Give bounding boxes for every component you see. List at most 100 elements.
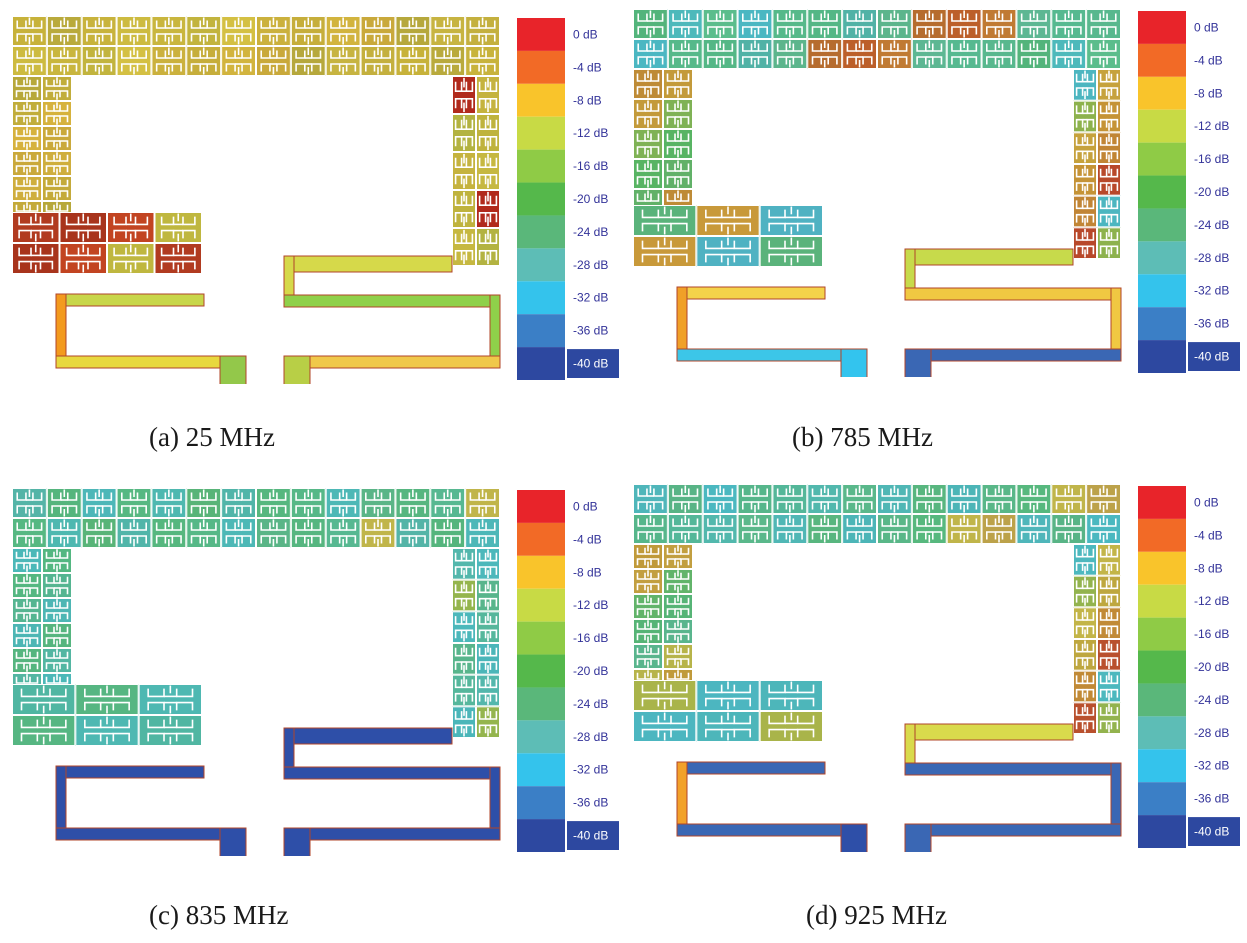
feed-stub-right bbox=[904, 823, 932, 852]
fractal-cell bbox=[221, 16, 256, 46]
fractal-cell bbox=[325, 46, 361, 76]
fractal-cell bbox=[430, 16, 466, 46]
fractal-cell bbox=[151, 488, 187, 518]
colorbar-swatch bbox=[517, 116, 565, 150]
colorbar-swatch bbox=[517, 18, 565, 51]
fractal-cell bbox=[42, 176, 72, 201]
fractal-cell bbox=[465, 488, 500, 518]
colorbar-label: -24 dB bbox=[1194, 693, 1229, 707]
fractal-cell bbox=[12, 548, 42, 573]
fractal-cell bbox=[1097, 195, 1121, 228]
fractal-cell bbox=[946, 514, 982, 544]
fractal-cell bbox=[946, 9, 982, 39]
fractal-cell bbox=[256, 518, 291, 548]
antenna-structure bbox=[633, 484, 1122, 852]
colorbar-label: -28 dB bbox=[573, 730, 608, 744]
fractal-cell bbox=[186, 46, 222, 76]
colorbar-label: -4 dB bbox=[573, 60, 602, 74]
feed-lower-left bbox=[55, 827, 247, 841]
fractal-cell bbox=[12, 684, 76, 715]
fractal-cell bbox=[1016, 9, 1052, 39]
colorbar-swatch bbox=[1138, 208, 1186, 242]
colorbar: 0 dB-4 dB-8 dB-12 dB-16 dB-20 dB-24 dB-2… bbox=[1138, 11, 1240, 373]
fractal-cell bbox=[452, 611, 476, 644]
colorbar-label: -32 dB bbox=[1194, 759, 1229, 773]
fractal-cell bbox=[1073, 227, 1097, 259]
fractal-cell bbox=[452, 152, 476, 190]
fractal-cell bbox=[452, 190, 476, 228]
fractal-cell bbox=[807, 514, 843, 544]
fractal-cell bbox=[663, 569, 693, 594]
fractal-cell bbox=[633, 569, 663, 594]
fractal-cell bbox=[737, 9, 773, 39]
fractal-cell bbox=[842, 514, 877, 544]
fractal-cell bbox=[476, 114, 500, 152]
fractal-cell bbox=[138, 715, 203, 746]
fractal-cell bbox=[476, 228, 500, 266]
fractal-cell bbox=[633, 69, 663, 99]
fractal-cell bbox=[12, 16, 47, 46]
feed-left-bar bbox=[55, 765, 67, 839]
panel-d-figure: 0 dB-4 dB-8 dB-12 dB-16 dB-20 dB-24 dB-2… bbox=[633, 484, 1240, 852]
fractal-cell bbox=[42, 573, 72, 598]
fractal-cell bbox=[42, 598, 72, 623]
feed-mid-right bbox=[283, 766, 501, 780]
fractal-cell bbox=[663, 159, 693, 189]
fractal-cell bbox=[1073, 607, 1097, 640]
fractal-cell bbox=[221, 46, 256, 76]
colorbar-label: -24 dB bbox=[573, 697, 608, 711]
colorbar-swatch bbox=[517, 621, 565, 655]
colorbar-swatch bbox=[1138, 486, 1186, 519]
fractal-cell bbox=[1073, 670, 1097, 703]
fractal-cell bbox=[75, 684, 139, 715]
fractal-cell bbox=[12, 598, 42, 623]
feed-lower-right bbox=[904, 823, 1122, 837]
fractal-cell bbox=[667, 39, 703, 69]
fractal-cell bbox=[1086, 484, 1121, 514]
panel-c: 0 dB-4 dB-8 dB-12 dB-16 dB-20 dB-24 dB-2… bbox=[8, 484, 626, 856]
fractal-cell bbox=[12, 176, 42, 201]
fractal-cell bbox=[911, 514, 947, 544]
fractal-cell bbox=[702, 514, 738, 544]
fractal-cell bbox=[663, 544, 693, 569]
fractal-cell bbox=[946, 484, 982, 514]
feed-upper-left bbox=[676, 286, 826, 300]
colorbar-label: -28 dB bbox=[573, 258, 608, 272]
fractal-cell bbox=[12, 573, 42, 598]
fractal-cell bbox=[12, 101, 42, 126]
fractal-cell bbox=[430, 518, 466, 548]
fractal-cell bbox=[12, 488, 47, 518]
colorbar-label: -28 dB bbox=[1194, 726, 1229, 740]
fractal-cell bbox=[702, 39, 738, 69]
feed-stub-left bbox=[840, 348, 868, 377]
fractal-cell bbox=[452, 114, 476, 152]
colorbar-label: 0 dB bbox=[1194, 495, 1219, 509]
fractal-cell bbox=[633, 644, 663, 669]
fractal-cell bbox=[1097, 227, 1121, 259]
fractal-cell bbox=[737, 39, 773, 69]
fractal-cell bbox=[633, 514, 668, 544]
colorbar-swatch bbox=[1138, 175, 1186, 209]
fractal-cell bbox=[46, 488, 82, 518]
fractal-cell bbox=[1051, 484, 1087, 514]
colorbar-swatch bbox=[1138, 241, 1186, 275]
feed-left-bar bbox=[676, 761, 688, 835]
fractal-cell bbox=[667, 484, 703, 514]
colorbar-swatch bbox=[517, 490, 565, 523]
fractal-cell bbox=[759, 205, 824, 236]
colorbar-label: 0 dB bbox=[573, 499, 598, 513]
fractal-cell bbox=[663, 69, 693, 99]
panel-b-figure: 0 dB-4 dB-8 dB-12 dB-16 dB-20 dB-24 dB-2… bbox=[633, 9, 1240, 377]
colorbar-swatch bbox=[517, 83, 565, 117]
fractal-cell bbox=[476, 579, 500, 612]
feed-stub-left bbox=[840, 823, 868, 852]
fractal-cell bbox=[81, 16, 117, 46]
fractal-cell bbox=[1016, 514, 1052, 544]
fractal-cell bbox=[1051, 39, 1087, 69]
fractal-cell bbox=[46, 518, 82, 548]
fractal-cell bbox=[42, 151, 72, 176]
feed-upper-right bbox=[904, 723, 1074, 741]
fractal-cell bbox=[452, 228, 476, 266]
colorbar-label: -36 dB bbox=[573, 796, 608, 810]
fractal-cell bbox=[1097, 702, 1121, 734]
